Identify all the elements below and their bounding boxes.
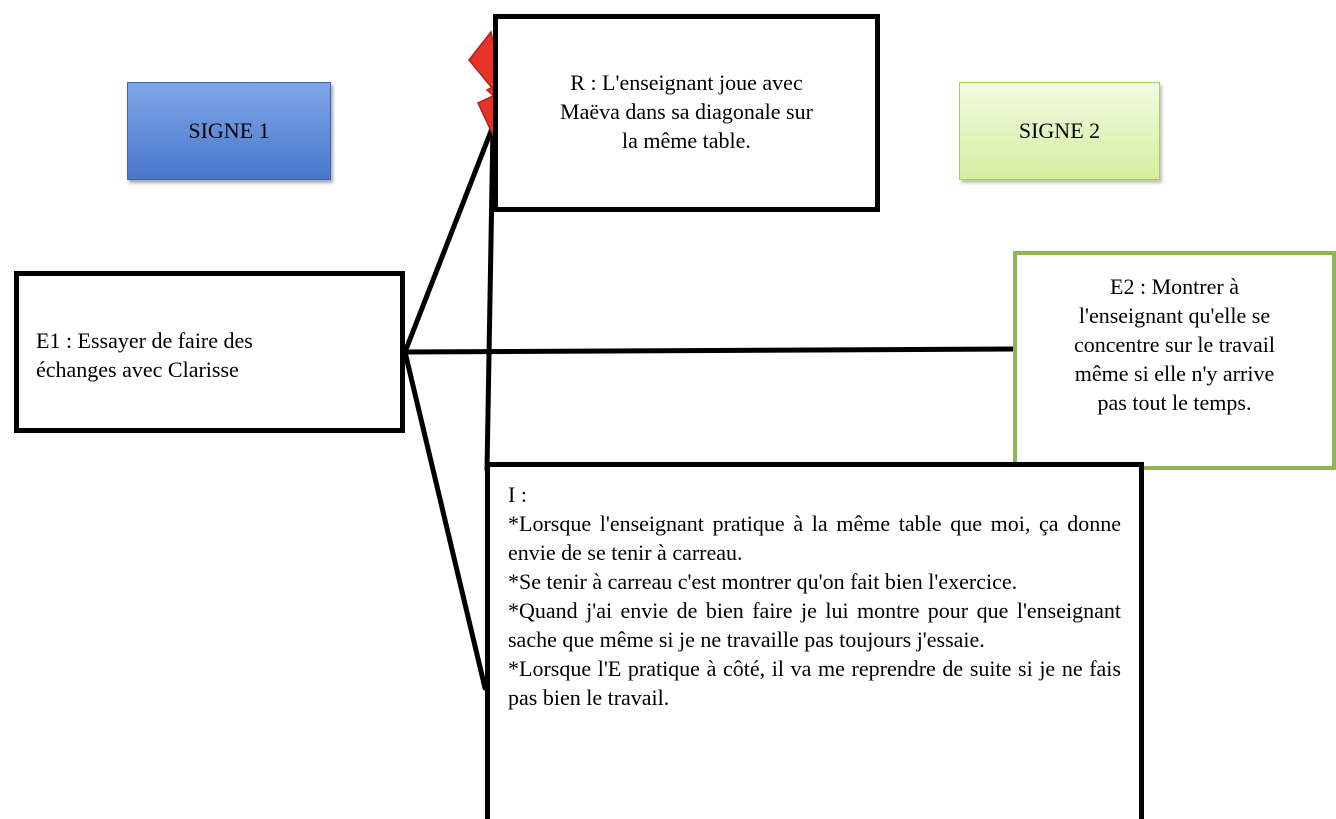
r-box: R : L'enseignant joue avec Maëva dans sa… <box>493 14 880 212</box>
sign-1-label: SIGNE 1 <box>188 118 270 144</box>
e2-text-line: concentre sur le travail <box>1074 332 1275 358</box>
sign-1-box: SIGNE 1 <box>127 82 331 180</box>
sign-2-label: SIGNE 2 <box>1018 118 1101 144</box>
e2-text-line: E2 : Montrer à <box>1110 274 1239 299</box>
e1-text-line: échanges avec Clarisse <box>36 357 239 383</box>
connector-e1-to-i <box>402 349 488 691</box>
r-text-line: Maëva dans sa diagonale sur <box>560 99 813 125</box>
i-item: *Lorsque l'E pratique à côté, il va me r… <box>508 656 1121 711</box>
e2-text-line: l'enseignant qu'elle se <box>1078 303 1271 329</box>
r-text-line: la même table. <box>622 128 751 154</box>
e1-box: E1 : Essayer de faire des échanges avec … <box>14 271 405 433</box>
connector-e1-to-e2 <box>402 346 1016 355</box>
i-box: I : *Lorsque l'enseignant pratique à la … <box>485 462 1144 819</box>
sign-2-box: SIGNE 2 <box>959 82 1160 180</box>
connector-r-to-i <box>484 123 496 473</box>
i-item: *Lorsque l'enseignant pratique à la même… <box>508 511 1121 566</box>
e2-text-line: pas tout le temps. <box>1097 390 1252 416</box>
e2-box: E2 : Montrer à l'enseignant qu'elle se c… <box>1013 251 1336 470</box>
e2-text-line: même si elle n'y arrive <box>1074 361 1275 387</box>
i-title: I : <box>508 482 527 507</box>
r-text-line: R : L'enseignant joue avec <box>570 70 803 95</box>
i-item: *Quand j'ai envie de bien faire je lui m… <box>508 598 1121 653</box>
i-item: *Se tenir à carreau c'est montrer qu'on … <box>508 569 1018 595</box>
connector-e1-to-r <box>402 123 496 355</box>
e1-text-line: E1 : Essayer de faire des <box>36 328 253 353</box>
